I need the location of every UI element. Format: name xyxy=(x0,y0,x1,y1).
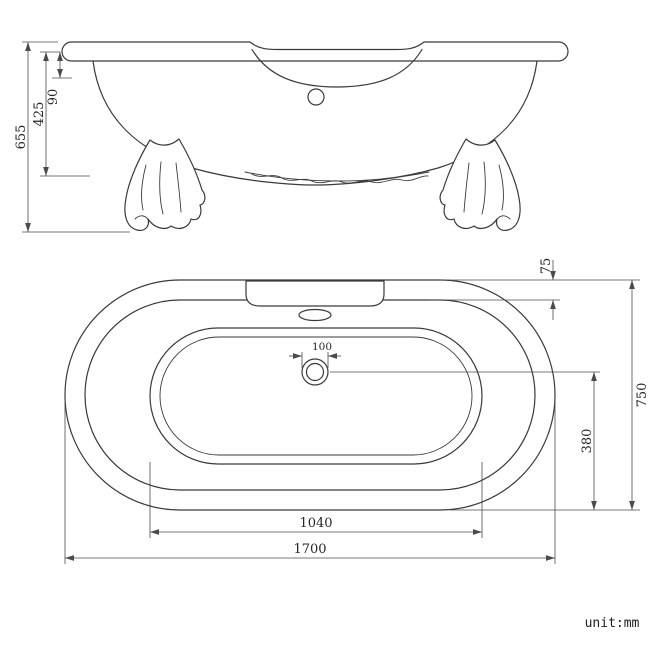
rim-dip-mask xyxy=(250,40,424,50)
plan-view xyxy=(64,279,556,511)
rim-dip xyxy=(249,41,425,51)
overflow-slot xyxy=(298,308,332,322)
claw-detail xyxy=(495,215,511,222)
claw-detail xyxy=(481,161,486,215)
body-height-label: 425 xyxy=(32,102,47,127)
claw-foot-right-outline xyxy=(439,138,521,231)
basin-length-label: 1040 xyxy=(299,516,332,531)
rim-width-label: 75 xyxy=(539,258,554,275)
drain-diameter-label: 100 xyxy=(312,341,332,353)
tub-bottom-texture xyxy=(251,173,429,184)
claw-detail xyxy=(159,161,164,215)
interior-back-wall xyxy=(251,48,423,88)
total-height-label: 655 xyxy=(14,125,29,150)
drain-inner-circle xyxy=(305,362,325,382)
side-view-dimensions: 655 425 90 xyxy=(14,41,130,233)
drain-to-edge-label: 380 xyxy=(580,429,595,454)
claw-foot-left-outline xyxy=(124,138,206,231)
drain-outer-circle xyxy=(301,358,329,386)
claw-foot-left xyxy=(124,138,206,231)
overall-width-label: 750 xyxy=(635,383,650,408)
plan-basin-outline xyxy=(149,327,483,465)
claw-detail xyxy=(175,162,182,213)
rim-depth-label: 90 xyxy=(46,89,61,106)
claw-foot-right xyxy=(439,138,521,231)
claw-detail xyxy=(463,162,470,213)
overall-length-label: 1700 xyxy=(293,542,326,557)
claw-detail xyxy=(141,164,147,211)
plan-view-dimensions: 100 75 750 380 1040 1700 xyxy=(64,258,650,564)
plan-outer-outline xyxy=(64,279,556,511)
side-view xyxy=(61,40,569,231)
deck-tab xyxy=(245,280,385,307)
plan-basin-inner-outline xyxy=(159,336,473,456)
unit-label: unit:mm xyxy=(585,616,640,631)
overflow-hole xyxy=(307,88,325,106)
claw-detail xyxy=(134,215,150,222)
claw-detail xyxy=(498,164,504,211)
